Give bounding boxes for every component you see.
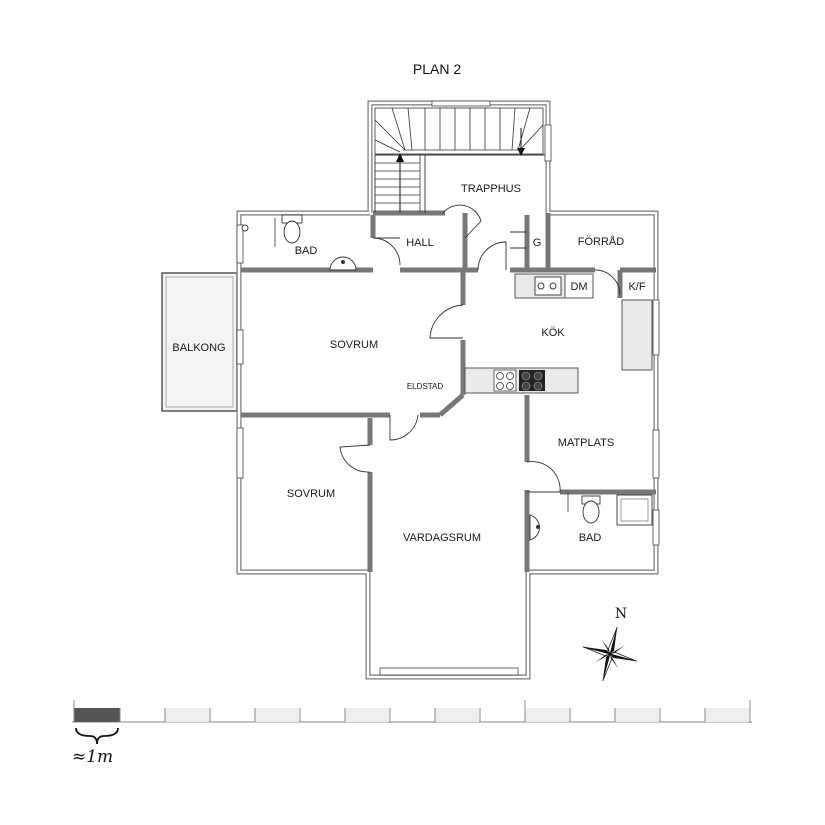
label-vardagsrum: VARDAGSRUM [403, 532, 481, 544]
label-trapphus: TRAPPHUS [461, 183, 521, 195]
upper-bathroom-fixtures [241, 214, 357, 271]
plan-title: PLAN 2 [413, 61, 461, 77]
label-sovrum-upper: SOVRUM [330, 339, 378, 351]
label-eldstad: ELDSTAD [407, 382, 444, 391]
label-bad-lower: BAD [579, 532, 602, 544]
lower-bathroom-fixtures [529, 492, 653, 541]
label-dm: DM [570, 281, 587, 293]
kitchen-fixtures [464, 273, 653, 394]
staircase [374, 107, 544, 212]
exterior-walls [236, 100, 659, 680]
label-hall: HALL [406, 237, 434, 249]
label-balkong: BALKONG [172, 342, 225, 354]
compass-north-label: N [615, 606, 627, 622]
label-sovrum-lower: SOVRUM [287, 488, 335, 500]
label-forrad: FÖRRÅD [578, 235, 625, 248]
scale-bar [72, 700, 752, 745]
windows [236, 100, 660, 676]
label-g: G [533, 237, 542, 249]
interior-walls [241, 154, 656, 572]
balcony [161, 272, 238, 412]
label-matplats: MATPLATS [558, 437, 614, 449]
scale-label: ≈1m [72, 747, 113, 767]
doors [339, 204, 621, 493]
compass-rose [582, 626, 638, 682]
label-kf: K/F [628, 281, 645, 293]
room-labels: TRAPPHUS HALL BAD G FÖRRÅD DM K/F BALKON… [172, 183, 645, 544]
label-bad-upper: BAD [295, 245, 318, 257]
label-kok: KÖK [541, 327, 565, 339]
